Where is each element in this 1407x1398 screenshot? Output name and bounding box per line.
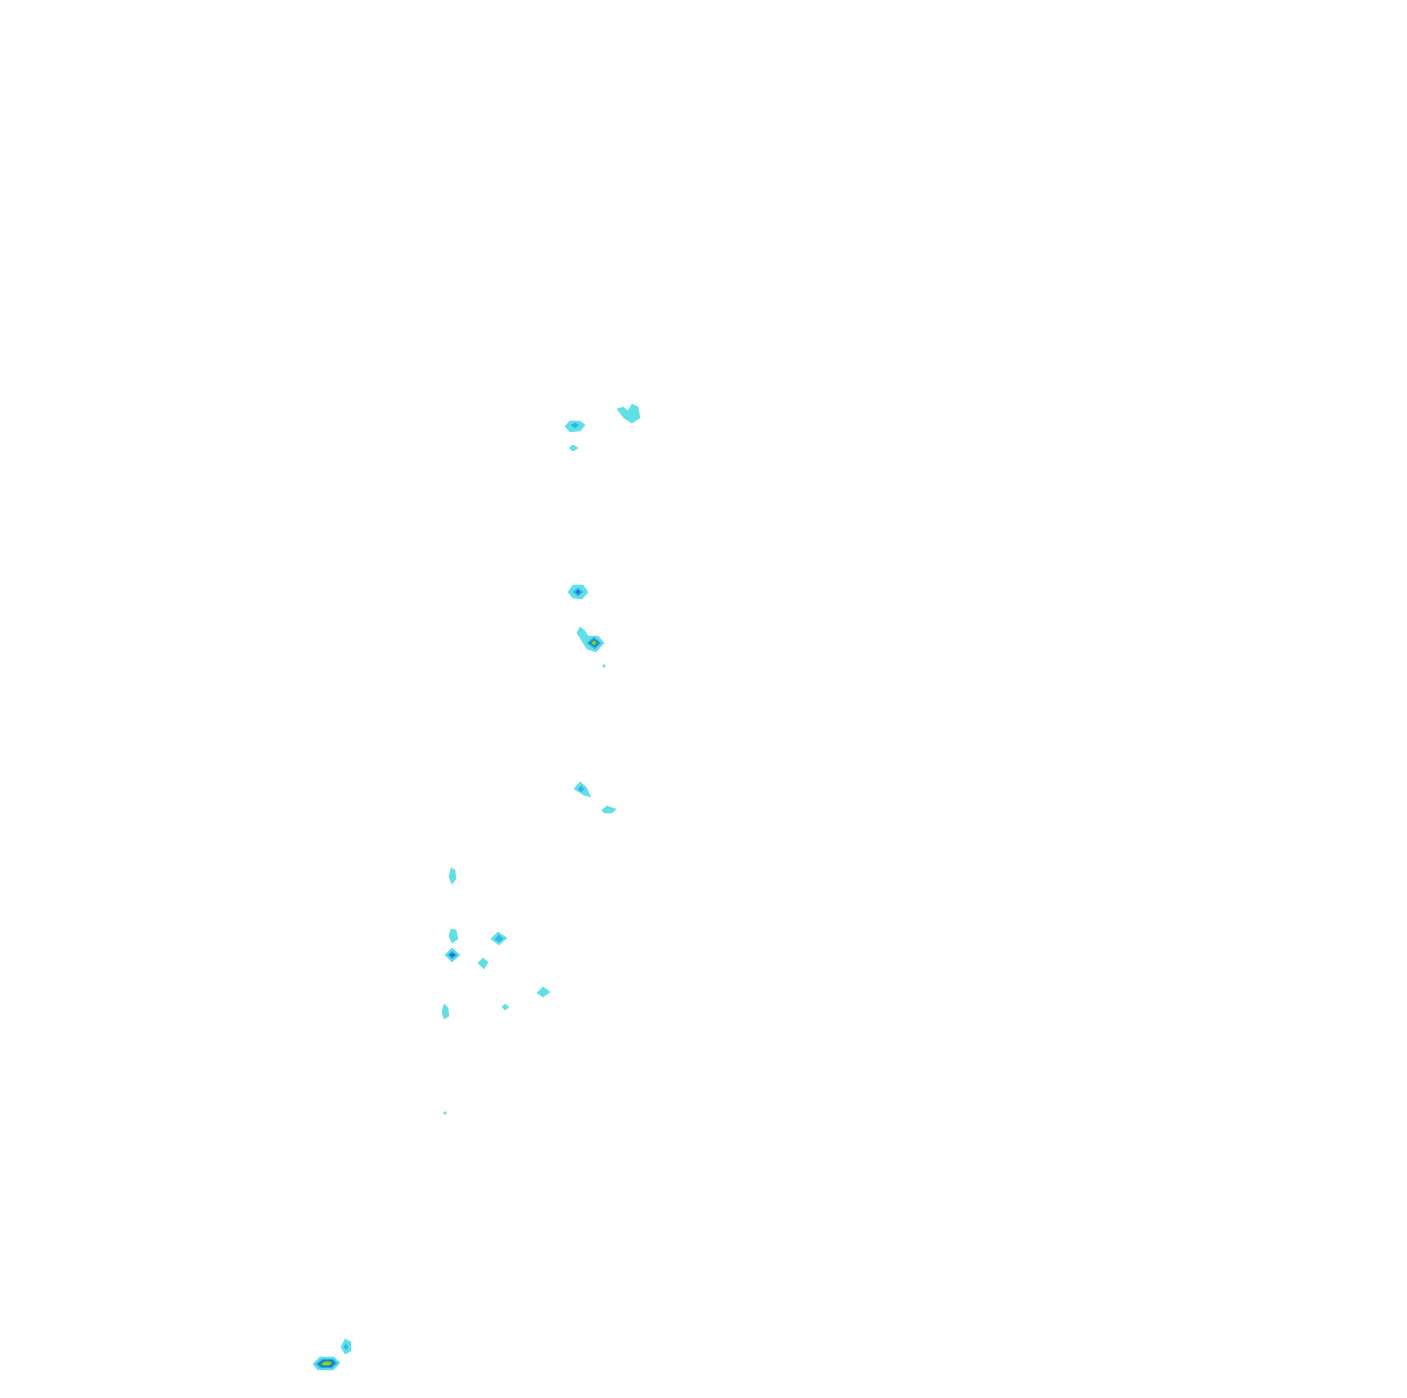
contour-cell (312, 1356, 341, 1371)
contour-cell (564, 420, 586, 433)
contour-cell (573, 781, 592, 798)
contour-cell (616, 403, 641, 424)
contour-cell (576, 626, 605, 653)
contour-cell (444, 947, 461, 963)
contour-cell (441, 1003, 450, 1020)
contour-cell (477, 957, 489, 970)
contour-cell (567, 584, 589, 600)
contour-cell (490, 931, 508, 946)
contour-cell (443, 1111, 447, 1115)
contour-cell (536, 986, 551, 998)
contour-cell (501, 1003, 510, 1011)
contour-cell (601, 805, 617, 814)
contour-cell (340, 1338, 352, 1355)
contour-cell (568, 444, 579, 452)
contour-cell (602, 664, 606, 668)
contour-cell (448, 867, 457, 885)
contour-cell (448, 928, 459, 944)
